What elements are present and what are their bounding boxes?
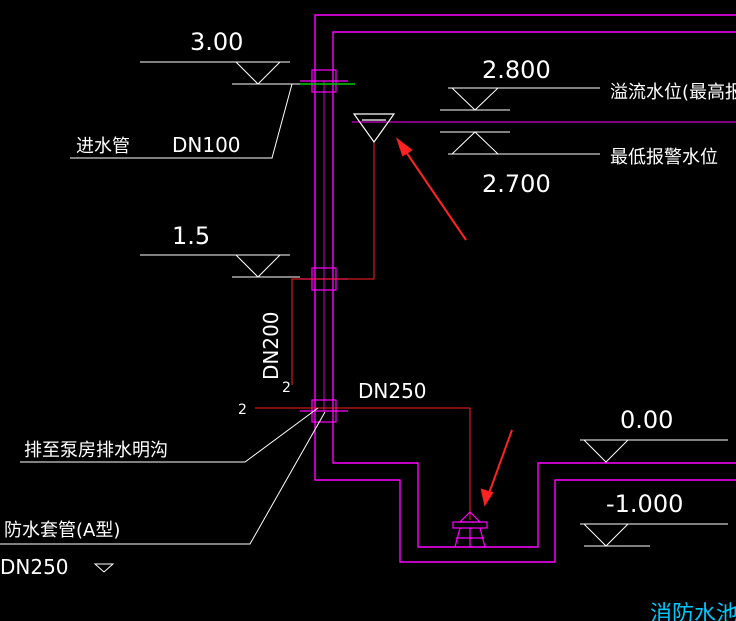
sleeve-label: 防水套管(A型) [4, 520, 120, 541]
elevation-overflow: 2.800 [482, 56, 551, 84]
elevation-low-alarm: 2.700 [482, 170, 551, 198]
break-symbol-2: 2 [238, 402, 247, 418]
drawing-caption: 消防水池 [650, 602, 736, 621]
arrow-icon [396, 137, 467, 241]
arrow-icon [480, 429, 513, 507]
elevation-ground: 0.00 [620, 406, 673, 434]
elevation-basement: -1.000 [606, 490, 683, 518]
elevation-marker-overflow [440, 87, 600, 111]
funnel-icon [352, 113, 396, 144]
elevation-marker-ground [580, 439, 728, 463]
elevation-marker-low-alarm [440, 131, 600, 155]
low-alarm-level-label: 最低报警水位 [610, 147, 718, 168]
leader-inlet-pipe [70, 83, 293, 159]
inner-wall [332, 31, 736, 548]
drain-to-label: 排至泵房排水明沟 [24, 440, 168, 461]
bottom-drain-pipe [255, 407, 471, 520]
elevation-marker-basement [580, 523, 728, 547]
elevation-marker-mid [140, 254, 300, 278]
elevation-inlet: 3.00 [190, 28, 243, 56]
floor-drain-icon [452, 511, 488, 548]
inlet-pipe-label: 进水管 [76, 136, 130, 157]
elevation-mid: 1.5 [172, 222, 210, 250]
overflow-pipe [291, 142, 375, 385]
drain-dn250: DN250 [358, 379, 427, 403]
overflow-level-label: 溢流水位(最高报警 [610, 82, 736, 103]
leader-sleeve [0, 411, 326, 545]
elevation-marker-inlet [140, 61, 300, 85]
leader-lines [0, 83, 326, 545]
break-symbol-1: 2 [282, 380, 291, 396]
sleeve-dn-label: DN250 [0, 555, 69, 579]
drain-dn200: DN200 [259, 311, 283, 380]
drain-pipes [255, 142, 471, 520]
wall-sleeves [300, 69, 348, 423]
inlet-pipe-dn: DN100 [172, 133, 241, 157]
elevation-triangle-icon [93, 563, 115, 573]
leader-drain-to [20, 407, 319, 463]
